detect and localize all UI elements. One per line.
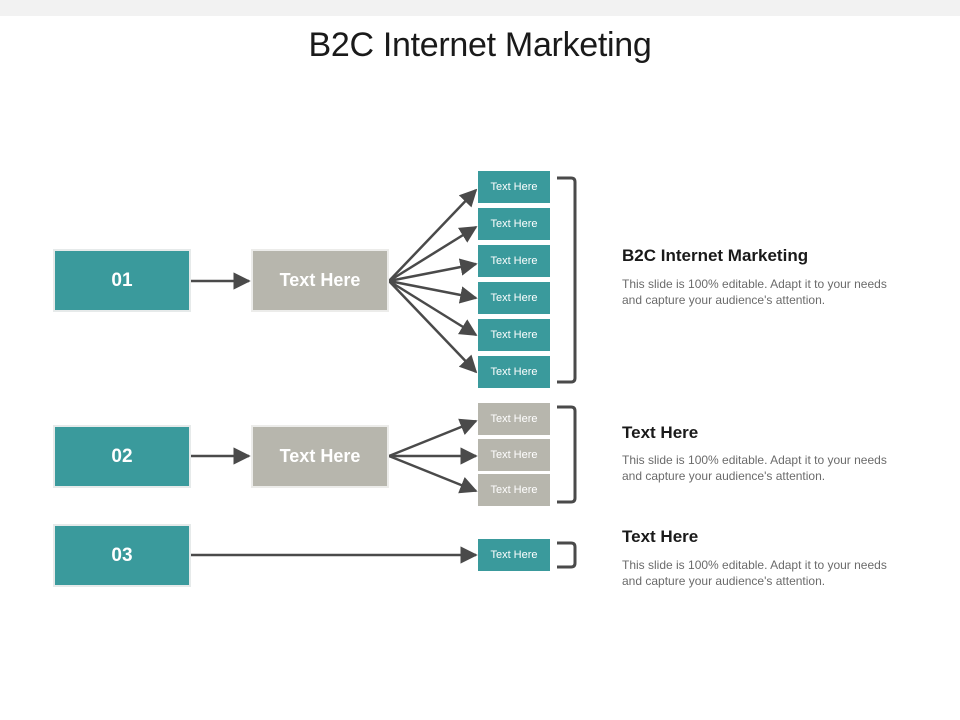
description-heading-2: Text Here	[622, 423, 699, 442]
bracket-group-2	[557, 405, 577, 504]
fan-arrow-7	[388, 418, 478, 458]
fan-arrow-4	[388, 279, 478, 304]
group2-box-2: Text Here	[478, 439, 550, 471]
row-number-01: 01	[55, 251, 189, 310]
fan-arrow-2	[388, 225, 478, 283]
group2-box-3: Text Here	[478, 474, 550, 506]
description-heading-1: B2C Internet Marketing	[622, 246, 809, 265]
bracket-group-3	[557, 541, 577, 569]
page-title: B2C Internet Marketing	[308, 26, 652, 64]
fan-arrow-5	[388, 279, 478, 337]
group1-box-1: Text Here	[478, 171, 550, 203]
group1-box-5: Text Here	[478, 319, 550, 351]
fan-arrow-9	[388, 454, 478, 494]
group1-box-4: Text Here	[478, 282, 550, 314]
fan-arrow-1	[388, 188, 478, 282]
row-number-02: 02	[55, 427, 189, 486]
group1-box-2: Text Here	[478, 208, 550, 240]
group1-box-3: Text Here	[478, 245, 550, 277]
description-text-3: This slide is 100% editable. Adapt it to…	[622, 558, 887, 588]
fan-arrow-6	[388, 280, 478, 374]
description-heading-3: Text Here	[622, 527, 699, 546]
top-bar	[0, 0, 960, 16]
mid-box-1: Text Here	[253, 251, 387, 310]
description-text-2: This slide is 100% editable. Adapt it to…	[622, 453, 887, 483]
row-number-03: 03	[55, 526, 189, 585]
group2-box-1: Text Here	[478, 403, 550, 435]
group3-box-1: Text Here	[478, 539, 550, 571]
description-text-1: This slide is 100% editable. Adapt it to…	[622, 277, 887, 307]
fan-arrow-3	[388, 258, 478, 283]
mid-box-2: Text Here	[253, 427, 387, 486]
group1-box-6: Text Here	[478, 356, 550, 388]
bracket-group-1	[557, 176, 577, 384]
